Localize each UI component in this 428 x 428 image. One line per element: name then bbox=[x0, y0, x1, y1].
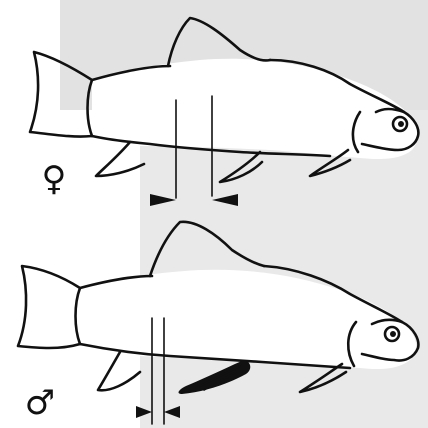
male-pupil bbox=[390, 331, 396, 337]
female-symbol: ♀ bbox=[42, 159, 67, 199]
female-pupil bbox=[398, 121, 404, 127]
male-symbol: ♂ bbox=[25, 383, 55, 423]
